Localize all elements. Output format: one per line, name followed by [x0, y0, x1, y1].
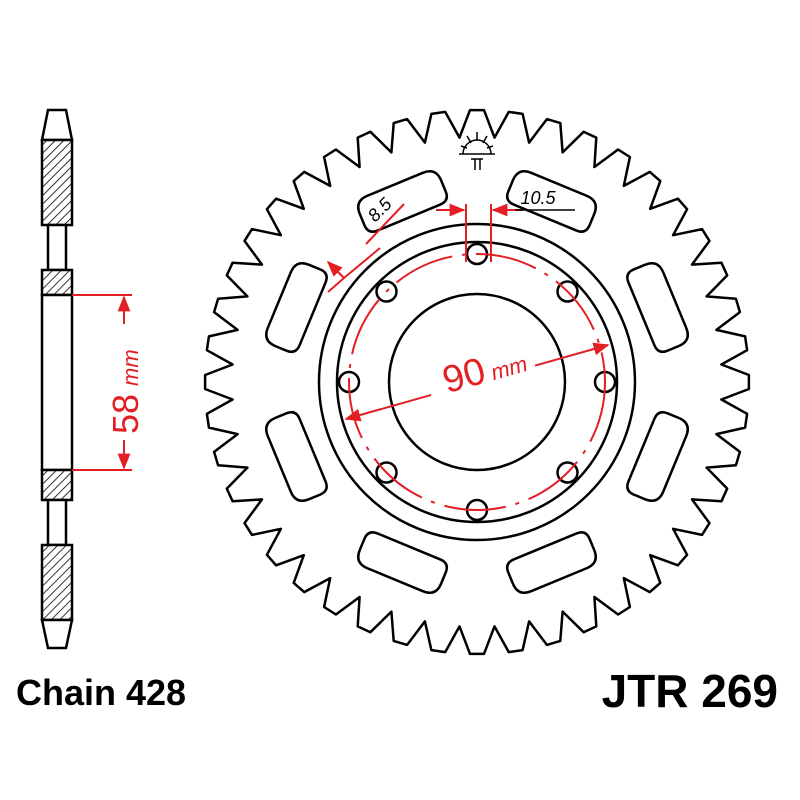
jt-logo-icon: [459, 132, 495, 170]
lightening-slot: [357, 170, 449, 233]
hub-ring-outer: [317, 222, 637, 542]
flat-width-value: 10.5: [520, 188, 556, 208]
section-hub-top: [40, 268, 74, 297]
section-rim-top: [40, 138, 74, 227]
lightening-slot: [626, 410, 689, 502]
chain-size-label: Chain 428: [16, 672, 187, 713]
section-web-top: [46, 223, 68, 272]
lightening-slots: [265, 170, 689, 594]
lightening-slot: [357, 531, 449, 594]
hub-ring-inner: [335, 240, 619, 524]
lightening-slot: [505, 531, 597, 594]
bore-depth-value: 58: [105, 394, 146, 434]
lightening-slot: [265, 262, 328, 354]
section-rim-bottom: [40, 543, 74, 622]
section-tooth-top: [40, 108, 74, 142]
bore-depth-dimension: 58 mm: [72, 294, 146, 471]
flat-width-dimension: 10.5: [436, 188, 575, 262]
section-bore: [40, 293, 74, 472]
lightening-slot: [265, 410, 328, 502]
lightening-slot: [505, 170, 597, 233]
part-number-label: JTR 269: [601, 665, 778, 717]
section-web-bottom: [46, 498, 68, 547]
side-section-view: [40, 108, 74, 650]
section-hub-bottom: [40, 468, 74, 502]
lightening-slot: [626, 262, 689, 354]
section-tooth-bottom: [40, 618, 74, 650]
bore-depth-unit: mm: [118, 349, 143, 386]
